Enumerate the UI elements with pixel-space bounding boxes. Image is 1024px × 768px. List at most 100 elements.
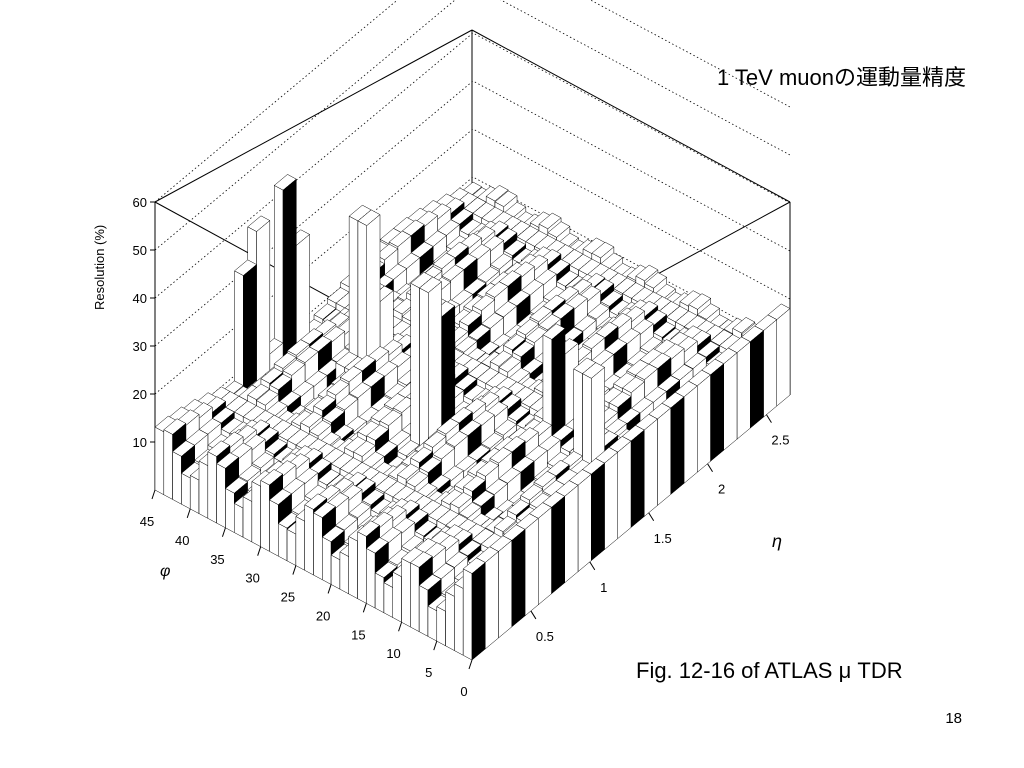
z-tick-label: 60 [133,195,147,210]
phi-tick-label: 35 [210,552,224,567]
lego-bar-side [286,529,297,566]
z-axis-title: Resolution (%) [92,225,107,310]
figure-caption: Fig. 12-16 of ATLAS μ TDR [636,658,903,683]
eta-tick-label: 2 [718,482,725,497]
eta-tick-mark [530,610,537,620]
box-edge-top-left [154,29,473,203]
eta-tick-labels: 0.5 1 1.5 2 2.5 [530,414,789,644]
phi-tick-label: 0 [460,684,467,699]
lego-bar-side [304,504,314,576]
phi-tick-mark [327,584,332,594]
phi-tick-label: 25 [281,590,295,605]
phi-axis-title: φ [160,563,170,580]
lego-bar-side [181,472,191,510]
lego-bar-side [383,582,393,618]
eta-tick-label: 0.5 [536,629,554,644]
phi-tick-label: 45 [140,514,154,529]
lego-bar-side [462,568,473,661]
lego-bar-side [670,396,685,495]
lego-bar-side [172,451,182,505]
eta-axis-title: η [772,531,782,551]
lego-bar-side [216,463,226,529]
lego-bar-side [710,363,724,462]
lego-bar-side [154,426,165,496]
z-gridlines [150,0,791,443]
z-tick-label: 10 [133,435,147,450]
lego-bar-side [374,572,385,614]
lego-bar-side [604,451,618,551]
lego-bar-side [577,473,592,573]
phi-tick-mark [398,622,403,632]
lego-bar-side [207,451,217,524]
eta-tick-mark [707,463,713,472]
phi-tick-mark [221,527,226,537]
lego-bar-side [750,330,764,429]
lego-bar-side [295,516,305,571]
phi-tick-mark [151,489,156,500]
lego-bar-side [736,341,751,440]
lego-bar-side [498,539,512,639]
lego-bar-side [657,407,671,506]
eta-tick-label: 1 [600,580,607,595]
phi-tick-mark [362,603,367,613]
lego-bar-side [524,517,539,617]
lego-bar-side [392,571,402,623]
z-tick-label: 40 [133,291,147,306]
lego-bar-side [251,481,261,548]
lego-bars [154,174,791,661]
eta-tick-mark [648,512,655,522]
lego-bar-side [445,591,455,651]
phi-tick-labels: 0 5 10 15 20 25 30 35 40 45 [140,489,473,699]
phi-tick-label: 30 [245,571,259,586]
lego-bar-side [551,495,565,595]
lego-bar-side [564,484,579,584]
lego-bar-side [339,551,349,595]
lego-bar-side [410,562,420,633]
lego-bar-side [189,475,200,515]
phi-tick-label: 10 [386,646,400,661]
phi-tick-mark [292,565,297,575]
phi-tick-mark [468,659,473,670]
lego-bar-side [348,536,358,600]
lego-bar-side [454,583,464,656]
lego-bar-side [260,480,270,552]
lego-bar-side [242,496,253,543]
lego-bar-side [198,460,209,519]
eta-tick-mark [589,561,596,571]
eta-tick-mark [766,414,772,423]
lego-bar-side [591,462,605,562]
lego-bar-side [330,554,341,590]
lego-bar-side [418,585,429,637]
eta-tick-label: 1.5 [654,531,672,546]
lego-bar-side [485,550,499,650]
lego-bar-side [163,429,173,500]
lego-bar-side [313,512,323,581]
lego-bar-side [538,506,552,606]
phi-tick-mark [186,508,191,519]
lego-bar-side [471,562,486,661]
z-tick-label: 50 [133,243,147,258]
phi-tick-label: 40 [175,533,189,548]
lego-bar-side [234,502,244,538]
phi-tick-mark [257,546,262,556]
eta-tick-label: 2.5 [771,433,789,448]
slide-title: 1 TeV muonの運動量精度 [716,65,966,90]
lego-bar-side [357,531,367,604]
lego-bar-side [723,352,738,451]
lego-bar-side [683,385,698,484]
lego-bar-side [697,374,711,473]
lego-bar-side [278,523,288,562]
lego-bar-side [436,606,446,647]
lego-bar-side [225,488,235,533]
lego-bar-side [617,440,632,540]
lego-bar-side [763,319,777,418]
lego-bar-side [366,548,376,609]
phi-tick-label: 20 [316,608,330,623]
phi-tick-label: 15 [351,627,365,642]
phi-tick-mark [433,640,438,651]
phi-tick-label: 5 [425,665,432,680]
lego-bar-side [427,605,438,642]
lego-bar-side [322,536,332,585]
